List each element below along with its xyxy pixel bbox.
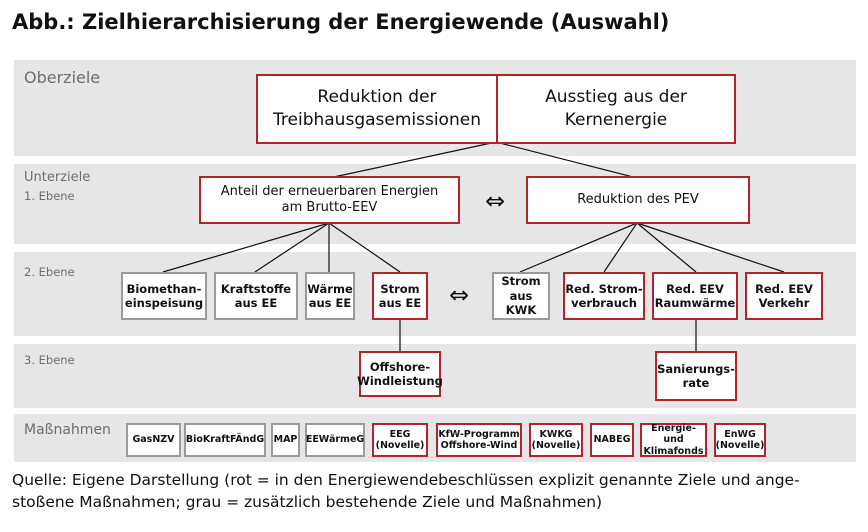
- label-unterziele: Unterziele: [24, 170, 91, 185]
- measure-line: KfW-Programm: [438, 428, 520, 440]
- measure-4: EEG(Novelle): [372, 423, 428, 457]
- ebene2-goal-line: aus KWK: [505, 288, 537, 318]
- goal-offshore-windleistung: Offshore- Windleistung: [357, 351, 443, 397]
- measure-line: BioKraftFÄndG: [185, 434, 265, 446]
- measure-0: GasNZV: [126, 423, 181, 457]
- label-ebene2: 2. Ebene: [24, 265, 75, 279]
- label-ebene1: 1. Ebene: [24, 189, 75, 203]
- measure-line: Klimafonds: [643, 445, 704, 457]
- measure-line: (Novelle): [715, 440, 765, 451]
- source-line-2: stoßene Maßnahmen; grau = zusätzlich bes…: [12, 492, 603, 511]
- ebene2-goal-line: verbrauch: [571, 296, 637, 310]
- ebene2-goal-line: Verkehr: [758, 296, 810, 310]
- source-line-1: Quelle: Eigene Darstellung (rot = in den…: [12, 471, 800, 489]
- measure-1: BioKraftFÄndG: [184, 423, 266, 457]
- figure-title: Abb.: Zielhierarchisierung der Energiewe…: [12, 10, 670, 34]
- ebene2-goal-line: Strom: [380, 281, 420, 296]
- measure-line: Offshore-Wind: [440, 440, 518, 451]
- goal-reduktion-pev: Reduktion des PEV: [526, 176, 750, 224]
- goal-sanierung-line1: Sanierungs-: [657, 361, 735, 376]
- measure-line: EnWG: [724, 428, 756, 440]
- measure-6: KWKG(Novelle): [529, 423, 583, 457]
- measure-line: (Novelle): [375, 440, 425, 451]
- goal-reduktion-pev-line1: Reduktion des PEV: [577, 191, 699, 207]
- ebene2-goal-line: aus EE: [308, 296, 352, 310]
- ebene2-goal-line: Biomethan-: [126, 281, 202, 296]
- ebene2-goal-line: Red. EEV: [755, 281, 813, 296]
- measure-line: Energie- und: [651, 422, 696, 446]
- ebene2-goal-line: Red. EEV: [666, 281, 724, 296]
- ebene2-goal-line: Red. Strom-: [565, 281, 643, 296]
- goal-sanierung-line2: rate: [682, 376, 710, 390]
- double-arrow-icon: ⇔: [484, 187, 506, 215]
- goal-kernenergie-line2: Kernenergie: [564, 110, 668, 130]
- ebene2-goal-line: Wärme: [307, 281, 353, 296]
- goal-anteil-ee-line2: am Brutto-EEV: [281, 200, 378, 215]
- ebene2-goal-line: einspeisung: [124, 296, 204, 310]
- measure-line: (Novelle): [531, 440, 581, 451]
- goal-treibhausgas-line1: Reduktion der: [317, 87, 437, 108]
- source-note: Quelle: Eigene Darstellung (rot = in den…: [12, 470, 860, 513]
- label-massnahmen: Maßnahmen: [24, 422, 111, 438]
- goal-anteil-ee-line1: Anteil der erneuerbaren Energien: [220, 183, 439, 199]
- ebene2-goal-5: Red. Strom-verbrauch: [563, 272, 645, 320]
- goal-treibhausgas: Reduktion der Treibhausgasemissionen: [256, 74, 498, 144]
- measure-line: GasNZV: [132, 434, 175, 446]
- measure-7: NABEG: [590, 423, 634, 457]
- ebene2-goal-line: Kraftstoffe: [220, 281, 292, 296]
- goal-offshore-line2: Windleistung: [357, 374, 443, 388]
- measure-line: EEWärmeG: [305, 434, 365, 446]
- ebene2-goal-line: Raumwärme: [654, 296, 736, 310]
- measure-line: MAP: [273, 434, 298, 446]
- measure-3: EEWärmeG: [305, 423, 365, 457]
- goal-kernenergie-line1: Ausstieg aus der: [545, 87, 687, 108]
- label-oberziele: Oberziele: [24, 68, 101, 87]
- ebene2-goal-0: Biomethan-einspeisung: [121, 272, 207, 320]
- goal-treibhausgas-line2: Treibhausgasemissionen: [273, 110, 481, 130]
- goal-anteil-ee: Anteil der erneuerbaren Energien am Brut…: [199, 176, 460, 224]
- ebene2-goal-line: Strom: [501, 274, 541, 289]
- ebene2-goal-line: aus EE: [234, 296, 278, 310]
- goal-offshore-line1: Offshore-: [369, 359, 431, 374]
- measure-2: MAP: [271, 423, 300, 457]
- measure-line: KWKG: [539, 428, 573, 440]
- goal-sanierungsrate: Sanierungs- rate: [655, 351, 737, 401]
- ebene2-goal-line: aus EE: [378, 296, 422, 310]
- measure-line: EEG: [389, 428, 411, 440]
- goal-kernenergie: Ausstieg aus der Kernenergie: [496, 74, 736, 144]
- measure-9: EnWG(Novelle): [714, 423, 766, 457]
- label-ebene3: 3. Ebene: [24, 353, 75, 367]
- double-arrow-icon: ⇔: [448, 281, 470, 309]
- measure-line: NABEG: [593, 434, 631, 446]
